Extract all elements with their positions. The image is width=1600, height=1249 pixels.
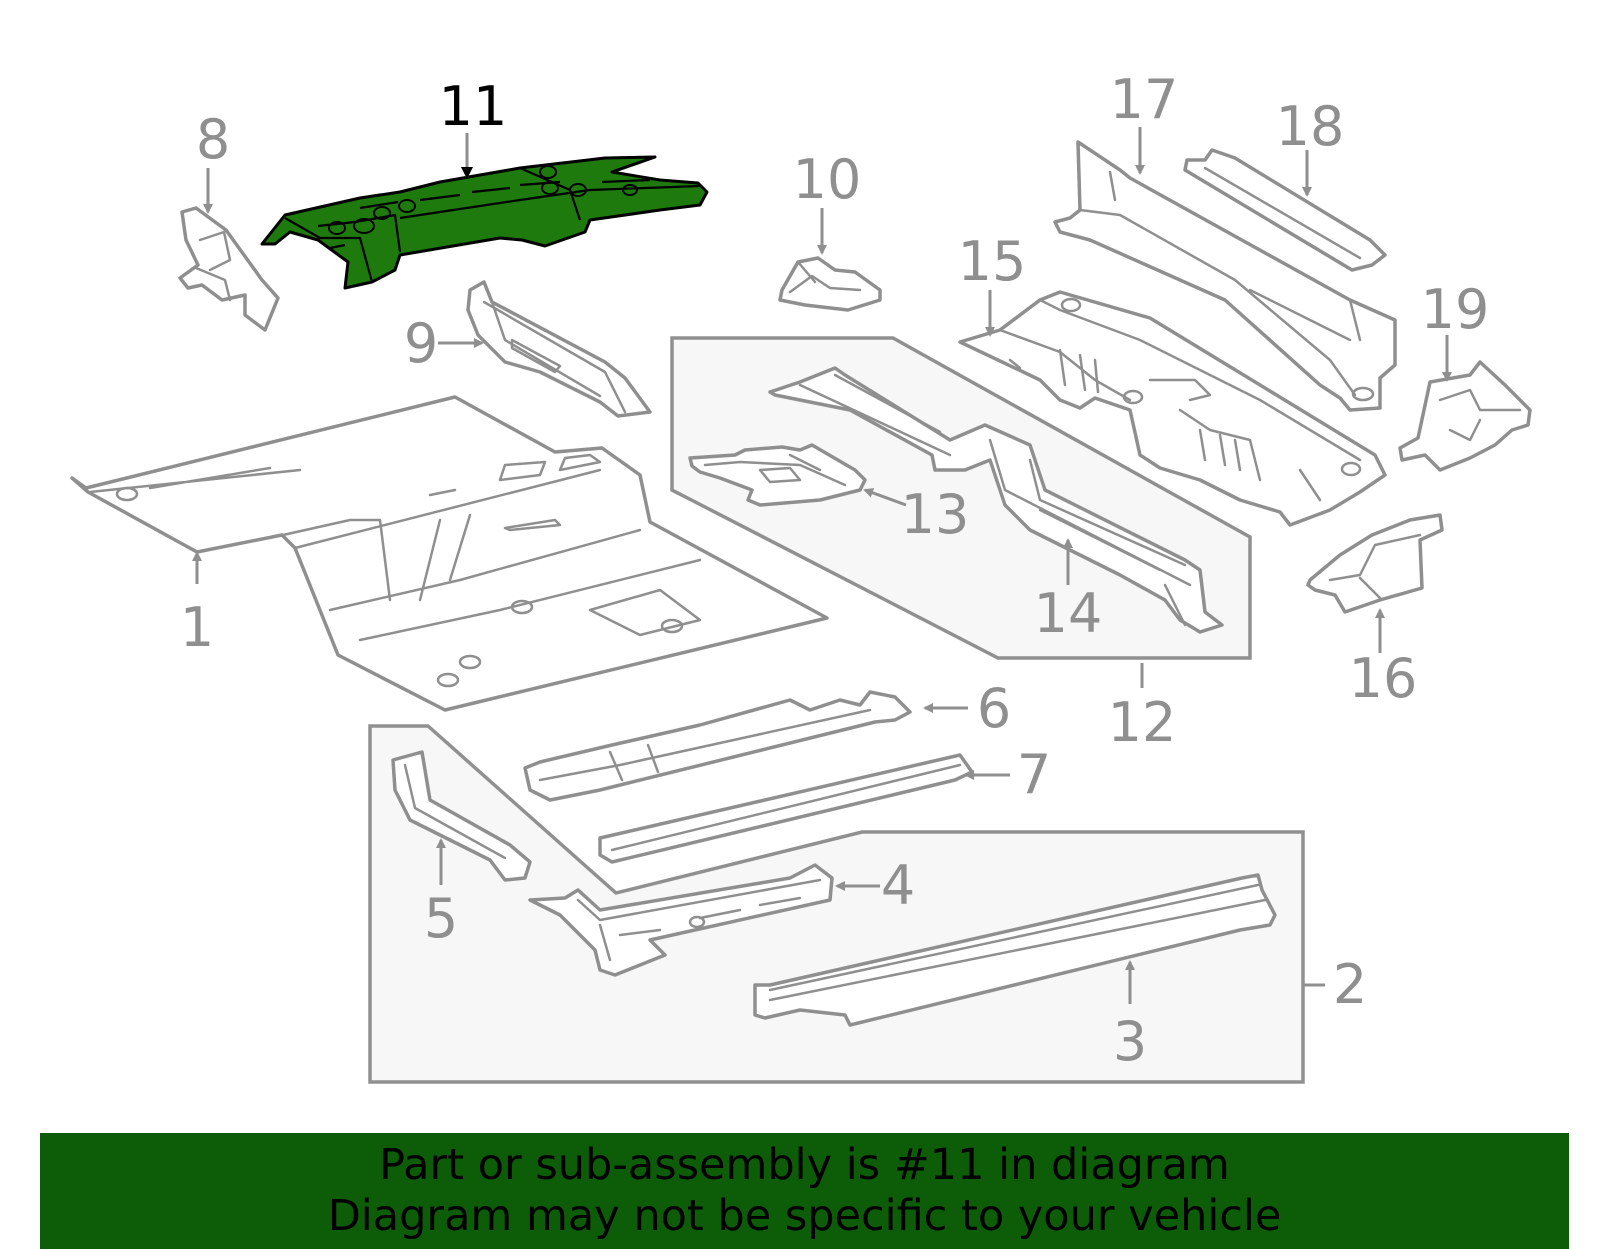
callout-12[interactable]: 12 — [1108, 691, 1177, 754]
part-16-bracket[interactable] — [1306, 513, 1444, 614]
info-banner: Part or sub-assembly is #11 in diagram D… — [40, 1133, 1569, 1249]
part-19-bracket[interactable] — [1398, 360, 1532, 472]
parts-diagram: 1 2 3 4 5 6 7 8 9 10 11 12 13 14 15 16 1… — [70, 68, 1532, 1084]
callout-17[interactable]: 17 — [1110, 68, 1179, 131]
part-1-floor-pan[interactable] — [70, 395, 829, 712]
banner-line-disclaimer: Diagram may not be specific to your vehi… — [327, 1191, 1282, 1241]
banner-line-part-info: Part or sub-assembly is #11 in diagram — [379, 1140, 1230, 1190]
callout-8[interactable]: 8 — [196, 108, 230, 171]
callout-5[interactable]: 5 — [424, 887, 458, 950]
part-14-rail[interactable] — [768, 366, 1224, 634]
group-box-12 — [670, 336, 1252, 660]
callout-19[interactable]: 19 — [1421, 278, 1490, 341]
part-6-reinforcement[interactable] — [523, 690, 912, 802]
part-18-strip[interactable] — [1183, 148, 1387, 272]
callout-10[interactable]: 10 — [793, 148, 862, 211]
callout-labels: 1 2 3 4 5 6 7 8 9 10 11 12 13 14 15 16 1… — [180, 68, 1490, 1073]
group-box-2 — [368, 724, 1305, 1084]
callout-13[interactable]: 13 — [901, 483, 970, 546]
callout-9[interactable]: 9 — [404, 312, 438, 375]
part-4-crossbar[interactable] — [528, 863, 834, 977]
callout-3[interactable]: 3 — [1113, 1010, 1147, 1073]
callout-7[interactable]: 7 — [1017, 743, 1051, 806]
callout-14[interactable]: 14 — [1034, 582, 1103, 645]
part-8-bracket[interactable] — [178, 206, 280, 332]
part-17-reinforcement[interactable] — [1053, 140, 1397, 412]
callout-16[interactable]: 16 — [1349, 647, 1418, 710]
callout-6[interactable]: 6 — [977, 677, 1011, 740]
part-9-channel[interactable] — [466, 280, 652, 418]
callout-2[interactable]: 2 — [1333, 953, 1367, 1016]
part-10-bracket[interactable] — [778, 256, 882, 312]
leader-lines — [192, 127, 1452, 1004]
part-3-rocker[interactable] — [753, 873, 1277, 1027]
part-5-bracket[interactable] — [391, 750, 532, 882]
callout-11[interactable]: 11 — [439, 75, 508, 138]
callout-15[interactable]: 15 — [958, 230, 1027, 293]
callout-1[interactable]: 1 — [180, 596, 214, 659]
callout-4[interactable]: 4 — [881, 854, 915, 917]
part-7-sill[interactable] — [598, 753, 974, 864]
part-13-brace[interactable] — [688, 443, 867, 507]
part-11-panel-highlighted[interactable] — [260, 155, 709, 290]
callout-18[interactable]: 18 — [1276, 95, 1345, 158]
part-15-crossmember[interactable] — [958, 290, 1387, 527]
